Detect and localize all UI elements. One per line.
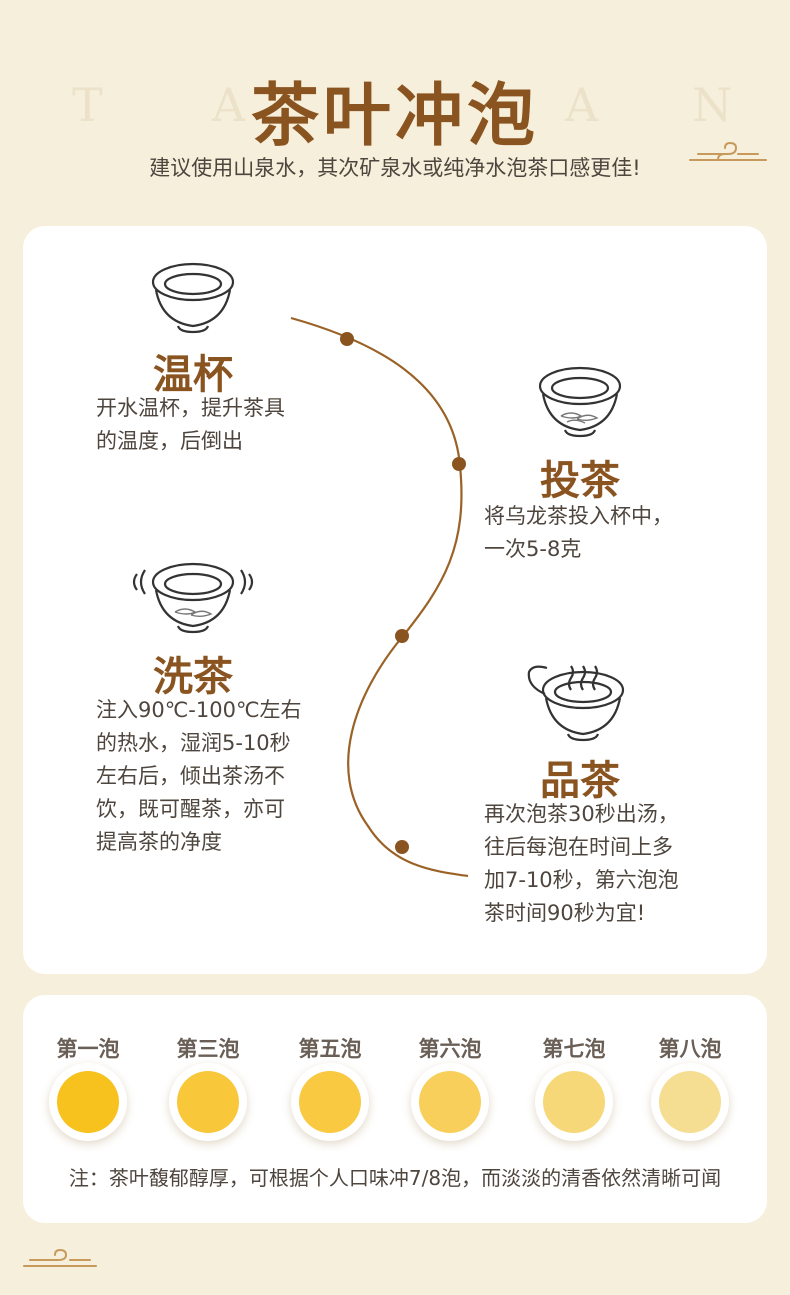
step-desc-warm-cup: 开水温杯，提升茶具 的温度，后倒出 <box>96 396 285 453</box>
timeline-dot <box>395 840 409 854</box>
tea-liquid-color <box>177 1071 239 1133</box>
brew-tea-color-swatch <box>651 1063 729 1141</box>
shaking-teacup-icon <box>132 562 254 634</box>
watermark-letter: T <box>72 78 105 132</box>
brew-tea-color-swatch <box>411 1063 489 1141</box>
step-title-warm-cup: 温杯 <box>153 351 233 398</box>
background-watermark-letters: T A A N <box>0 78 790 138</box>
tea-liquid-color <box>543 1071 605 1133</box>
timeline-dot <box>395 629 409 643</box>
page-subtitle: 建议使用山泉水，其次矿泉水或纯净水泡茶口感更佳! <box>149 156 641 180</box>
step-title-taste-tea: 品茶 <box>540 757 620 804</box>
teacup-with-leaves-icon <box>538 366 622 438</box>
step-desc-add-tea: 将乌龙茶投入杯中， 一次5-8克 <box>484 504 673 561</box>
page-title: 茶叶冲泡 <box>250 76 539 156</box>
step-title-add-tea: 投茶 <box>540 457 620 504</box>
step-title-rinse-tea: 洗茶 <box>153 653 233 700</box>
brew-tea-color-swatch <box>535 1063 613 1141</box>
brew-label: 第一泡 <box>56 1036 120 1061</box>
watermark-letter: A <box>565 78 601 132</box>
step-desc-rinse-tea: 注入90℃-100℃左右 的热水，湿润5-10秒 左右后，倾出茶汤不 饮，既可醒… <box>96 698 302 854</box>
tea-liquid-color <box>299 1071 361 1133</box>
tea-liquid-color <box>57 1071 119 1133</box>
timeline-dot <box>452 457 466 471</box>
tea-liquid-color <box>659 1071 721 1133</box>
brew-label: 第七泡 <box>542 1036 606 1061</box>
empty-teacup-icon <box>151 262 235 334</box>
steaming-teacup-icon <box>527 665 625 742</box>
brew-label: 第三泡 <box>176 1036 240 1061</box>
brew-tea-color-swatch <box>169 1063 247 1141</box>
brew-color-card: 第一泡 第三泡 第五泡 第六泡 第七泡 第八泡 <box>23 995 767 1223</box>
brew-label: 第八泡 <box>658 1036 722 1061</box>
brewing-note: 注：茶叶馥郁醇厚，可根据个人口味冲7/8泡，而淡淡的清香依然清晰可闻 <box>68 1166 722 1190</box>
brew-tea-color-swatch <box>49 1063 127 1141</box>
timeline-dot <box>340 332 354 346</box>
watermark-letter: A <box>212 78 248 132</box>
cloud-ornament-icon <box>689 141 767 161</box>
brew-tea-color-swatch <box>291 1063 369 1141</box>
tea-liquid-color <box>419 1071 481 1133</box>
brewing-steps-card: 温杯 开水温杯，提升茶具 的温度，后倒出 投茶 将乌龙茶投入杯中， 一次5-8克 <box>23 226 767 974</box>
process-timeline-curve <box>290 316 469 878</box>
cloud-ornament-icon <box>23 1248 97 1267</box>
watermark-letter: N <box>692 78 735 132</box>
step-desc-taste-tea: 再次泡茶30秒出汤， 往后每泡在时间上多 加7-10秒，第六泡泡 茶时间90秒为… <box>484 802 679 925</box>
brew-label: 第六泡 <box>418 1036 482 1061</box>
brew-label: 第五泡 <box>298 1036 362 1061</box>
